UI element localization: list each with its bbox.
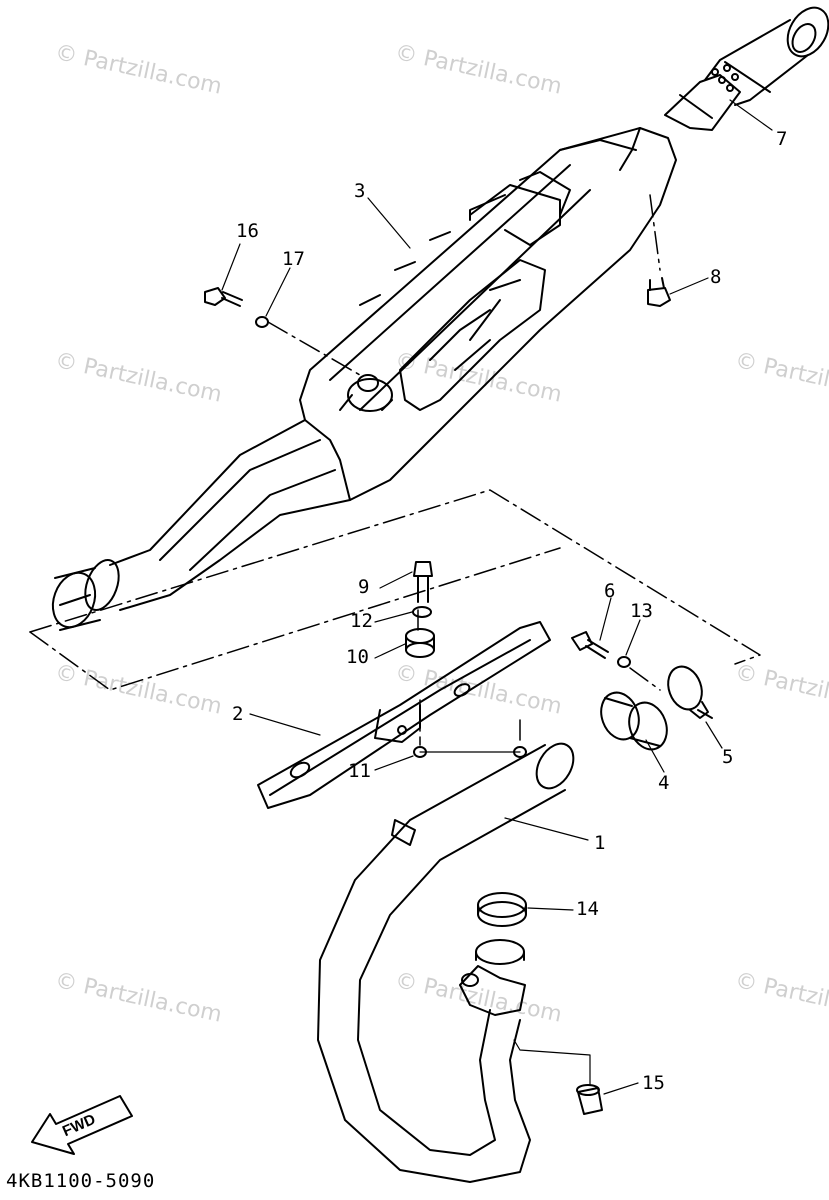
callout-4: 4 <box>658 772 670 794</box>
callout-6: 6 <box>604 580 616 602</box>
callout-14: 14 <box>576 898 599 920</box>
washer-part-17 <box>255 316 269 328</box>
gasket-part-4 <box>600 691 668 751</box>
gasket-part-14 <box>477 892 527 927</box>
nut-part-15 <box>576 1084 603 1115</box>
callout-8: 8 <box>710 266 722 288</box>
exhaust-pipe-part-1 <box>317 742 575 1183</box>
bracket-part-2 <box>257 621 551 809</box>
washer-part-13 <box>617 656 631 668</box>
callout-7: 7 <box>776 128 788 150</box>
callout-9: 9 <box>358 576 370 598</box>
callout-17: 17 <box>282 248 305 270</box>
callout-12: 12 <box>350 610 373 632</box>
callout-13: 13 <box>630 600 653 622</box>
callout-15: 15 <box>642 1072 665 1094</box>
diagram-code: 4KB1100-5090 <box>6 1170 156 1192</box>
muffler-part-3 <box>51 127 677 631</box>
washer-part-12 <box>412 606 432 618</box>
forward-arrow-icon <box>31 1095 133 1155</box>
grommet-part-10 <box>405 628 435 658</box>
bolt-part-16 <box>204 287 243 307</box>
callout-1: 1 <box>594 832 606 854</box>
callout-3: 3 <box>354 180 366 202</box>
callout-2: 2 <box>232 703 244 725</box>
callout-11: 11 <box>348 760 371 782</box>
callout-10: 10 <box>346 646 369 668</box>
callout-5: 5 <box>722 746 734 768</box>
bolt-part-8 <box>647 277 671 307</box>
leader-lines <box>221 99 773 1095</box>
bolt-part-9 <box>413 561 433 603</box>
callout-16: 16 <box>236 220 259 242</box>
bolt-part-6 <box>571 631 609 659</box>
nut-15-leader <box>513 1039 591 1086</box>
clamp-part-5 <box>667 665 713 719</box>
spark-arrester-part-7 <box>664 6 829 131</box>
assembly-outline <box>29 194 761 746</box>
